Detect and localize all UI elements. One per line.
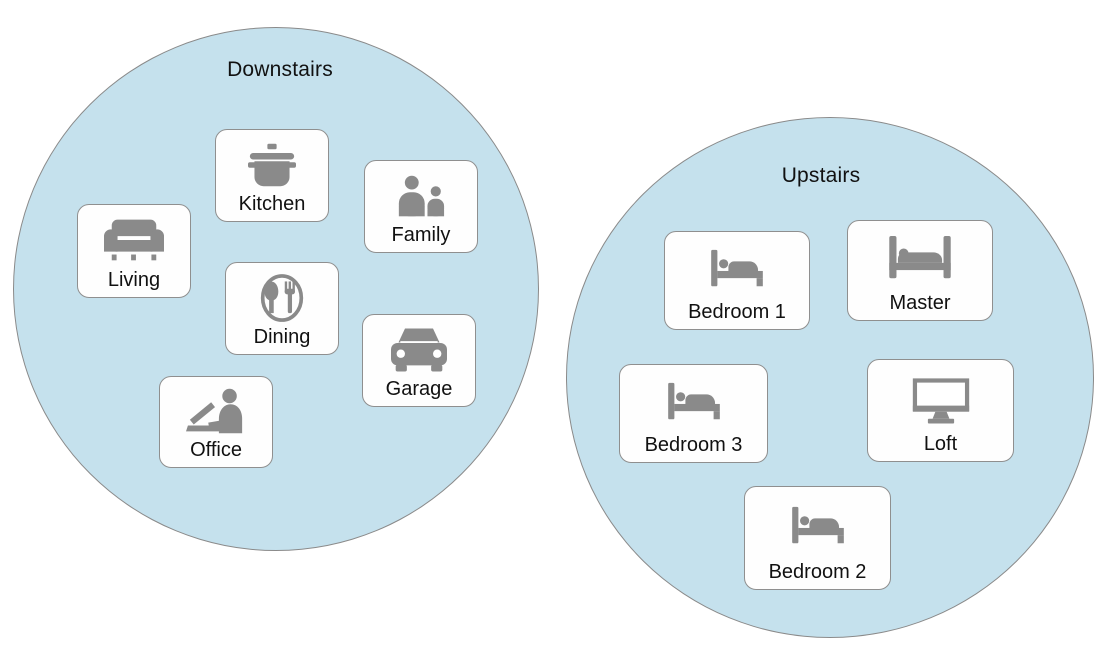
people-icon: [365, 161, 477, 224]
room-card-kitchen: Kitchen: [215, 129, 329, 222]
room-label: Family: [391, 224, 451, 246]
room-label: Dining: [253, 326, 311, 348]
car-icon: [363, 315, 475, 378]
room-label: Office: [190, 439, 242, 461]
zone-title-upstairs: Upstairs: [781, 164, 861, 187]
room-card-bedroom-1: Bedroom 1: [664, 231, 810, 330]
room-card-bedroom-2: Bedroom 2: [744, 486, 891, 590]
room-card-bedroom-3: Bedroom 3: [619, 364, 768, 463]
room-label: Living: [107, 269, 161, 291]
room-card-loft: Loft: [867, 359, 1014, 462]
room-card-office: Office: [159, 376, 273, 468]
room-label: Master: [889, 292, 951, 314]
room-label: Bedroom 2: [768, 561, 867, 583]
bed-icon: [620, 365, 767, 434]
bed-icon: [745, 487, 890, 561]
room-label: Kitchen: [238, 193, 306, 215]
cutlery-icon: [226, 263, 338, 326]
room-label: Bedroom 1: [688, 301, 786, 323]
cooking-pot-icon: [216, 130, 328, 193]
bed-icon: [665, 232, 809, 301]
room-card-family: Family: [364, 160, 478, 253]
sofa-icon: [78, 205, 190, 269]
room-card-master: Master: [847, 220, 993, 321]
zone-title-downstairs: Downstairs: [227, 58, 333, 81]
room-card-living: Living: [77, 204, 191, 298]
room-label: Bedroom 3: [644, 434, 743, 456]
room-card-garage: Garage: [362, 314, 476, 407]
bed-large-icon: [848, 221, 992, 292]
room-label: Loft: [923, 433, 958, 455]
person-laptop-icon: [160, 377, 272, 439]
monitor-icon: [868, 360, 1013, 433]
room-card-dining: Dining: [225, 262, 339, 355]
room-label: Garage: [385, 378, 453, 400]
